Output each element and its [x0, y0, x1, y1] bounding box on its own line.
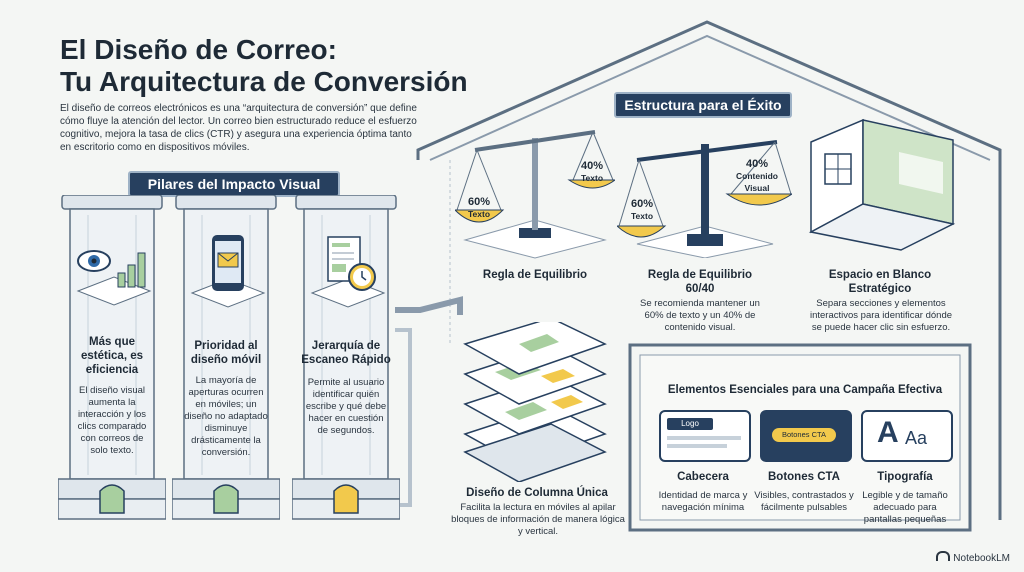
header-title: Cabecera	[677, 471, 729, 483]
elements-title: Elementos Esenciales para una Campaña Ef…	[667, 384, 943, 396]
scale2-right-sub: Contenido Visual	[735, 171, 779, 193]
scale1-left-pct: 60%	[467, 196, 491, 208]
space-title: Espacio en Blanco Estratégico	[828, 269, 932, 295]
stacked-layout-icon	[463, 322, 607, 482]
pillar-efficiency: Más que estética, es eficiencia El diseñ…	[58, 195, 166, 525]
pillar-2-title: Prioridad al diseño móvil	[190, 340, 262, 366]
scale1-title: Regla de Equilibrio	[482, 269, 588, 281]
scale2-right-pct: 40%	[745, 158, 769, 170]
brand-footer: NotebookLM	[936, 551, 1010, 564]
typography-title: Tipografía	[877, 471, 933, 483]
pillars-banner: Pilares del Impacto Visual	[128, 171, 340, 197]
cta-body: Visibles, contrastados y fácilmente puls…	[754, 490, 854, 513]
page-title: El Diseño de Correo: Tu Arquitectura de …	[60, 34, 480, 98]
brand-icon	[936, 551, 951, 561]
balance-scale-icon	[455, 130, 615, 259]
empty-room-icon	[808, 118, 956, 251]
cta-title: Botones CTA	[768, 471, 840, 483]
eye-chart-icon	[76, 250, 152, 306]
scale2-left-pct: 60%	[630, 198, 654, 210]
typography-small-aa: Aa	[905, 428, 928, 448]
scale2-right-label: 40% Contenido Visual	[728, 158, 786, 194]
title-line-1: El Diseño de Correo:	[60, 34, 337, 65]
typography-tile: A Aa	[861, 410, 953, 462]
cta-button-label: Botones CTA	[781, 430, 827, 439]
header-logo-label: Logo	[681, 419, 699, 428]
pillar-mobile: Prioridad al diseño móvil La mayoría de …	[172, 195, 280, 525]
pillar-scan: Jerarquía de Escaneo Rápido Permite al u…	[292, 195, 400, 525]
title-line-2: Tu Arquitectura de Conversión	[60, 66, 468, 97]
intro-paragraph: El diseño de correos electrónicos es una…	[60, 103, 417, 153]
scale1-right-pct: 40%	[580, 160, 604, 172]
column-body: Facilita la lectura en móviles al apilar…	[451, 502, 625, 537]
scale1-right-sub: Texto	[580, 173, 604, 183]
scale1-right-label: 40% Texto	[570, 160, 614, 184]
structure-banner: Estructura para el Éxito	[614, 92, 792, 118]
scale2-body: Se recomienda mantener un 60% de texto y…	[640, 298, 760, 333]
cta-tile: Botones CTA	[760, 410, 852, 462]
pillar-1-body: El diseño visual aumenta la interacción …	[77, 385, 147, 456]
typography-body: Legible y de tamaño adecuado para pantal…	[862, 490, 948, 525]
header-line	[667, 436, 741, 440]
balance-scale-60-40-icon	[617, 140, 792, 258]
scale1-left-sub: Texto	[467, 209, 491, 219]
scale2-left-label: 60% Texto	[618, 198, 666, 222]
header-tile: Logo	[659, 410, 751, 462]
phone-mail-icon	[190, 235, 266, 308]
scale1-left-label: 60% Texto	[455, 196, 503, 220]
pillar-3-title: Jerarquía de Escaneo Rápido	[301, 340, 391, 366]
pillar-2-body: La mayoría de aperturas ocurren en móvil…	[184, 375, 268, 458]
brand-label: NotebookLM	[953, 553, 1010, 564]
header-body: Identidad de marca y navegación mínima	[658, 490, 748, 513]
pillar-1-title: Más que estética, es eficiencia	[80, 336, 143, 376]
header-line	[667, 444, 727, 448]
scale2-left-sub: Texto	[630, 211, 654, 221]
document-clock-icon	[310, 236, 386, 308]
header-logo-bar: Logo	[667, 418, 713, 430]
pillar-3-body: Permite al usuario identificar quién esc…	[305, 377, 387, 436]
space-body: Separa secciones y elementos interactivo…	[809, 298, 953, 333]
cta-button-sample: Botones CTA	[772, 428, 836, 442]
scale2-title: Regla de Equilibrio 60/40	[647, 269, 753, 295]
typography-big-a: A	[877, 416, 899, 449]
column-title: Diseño de Columna Única	[466, 487, 608, 499]
